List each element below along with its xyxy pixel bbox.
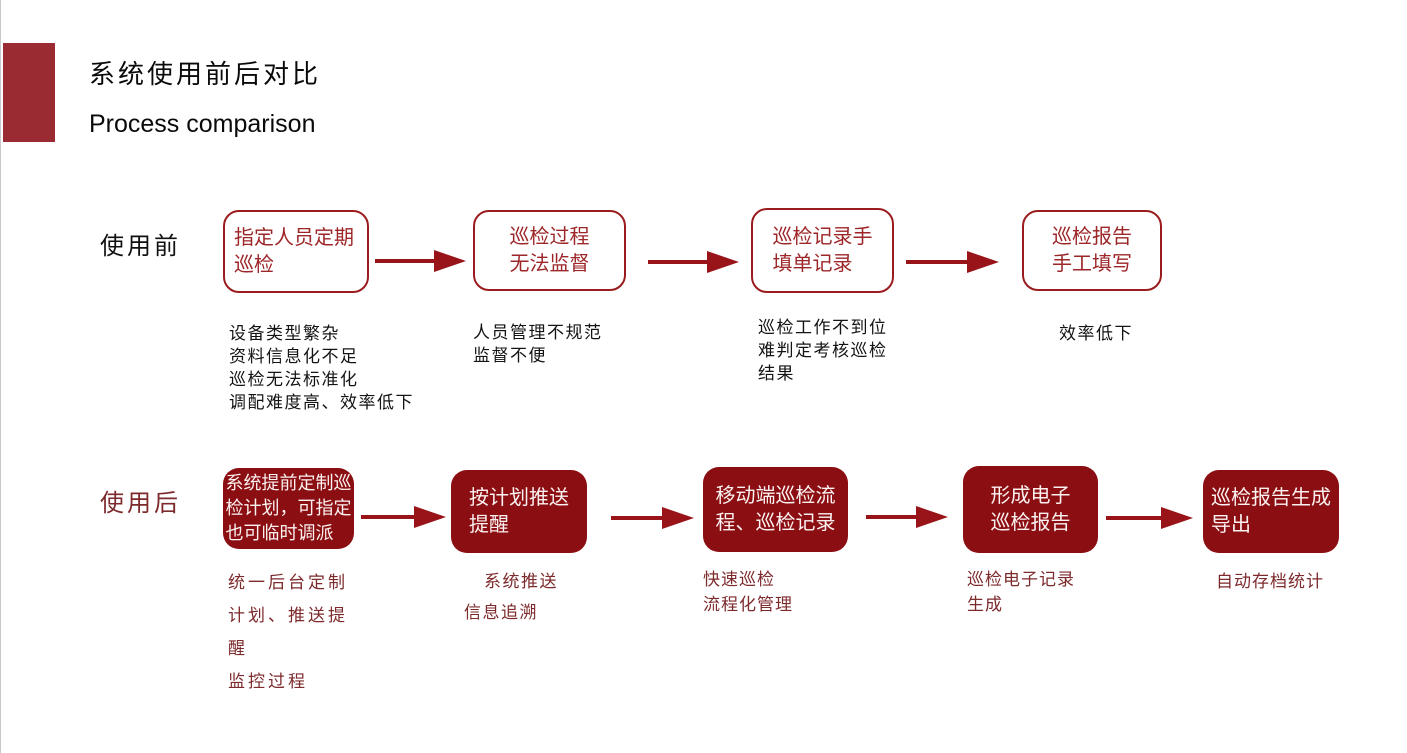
row-label-after: 使用后 (100, 490, 181, 517)
flow-arrow (648, 260, 707, 264)
step-note: 效率低下 (1059, 324, 1133, 343)
step-note: 统一后台定制 计划、推送提 醒 监控过程 (228, 573, 348, 691)
flow-step-box: 巡检记录手 填单记录 (751, 208, 894, 293)
step-note: 快速巡检 流程化管理 (703, 570, 793, 614)
step-note: 巡检电子记录 生成 (967, 570, 1075, 614)
flow-arrow (611, 516, 662, 520)
flow-step-box: 系统提前定制巡 检计划，可指定 也可临时调派 (223, 468, 354, 549)
step-note: 人员管理不规范 监督不便 (473, 323, 603, 365)
step-note: 系统推送 信息追溯 (464, 572, 558, 622)
flow-arrow (375, 259, 434, 263)
flow-arrow (866, 515, 916, 519)
accent-square (3, 43, 55, 142)
page-title: 系统使用前后对比 (89, 59, 322, 89)
page-subtitle: Process comparison (89, 110, 316, 138)
flow-step-box: 指定人员定期 巡检 (223, 210, 369, 293)
step-note: 设备类型繁杂 资料信息化不足 巡检无法标准化 调配难度高、效率低下 (229, 324, 414, 412)
flow-step-box: 巡检过程 无法监督 (473, 210, 626, 291)
flow-step-box: 按计划推送 提醒 (451, 470, 587, 553)
row-label-before: 使用前 (100, 233, 181, 260)
flow-arrow (1106, 516, 1161, 520)
flow-step-box: 移动端巡检流 程、巡检记录 (703, 467, 848, 552)
flow-step-box: 巡检报告生成 导出 (1203, 470, 1339, 553)
step-note: 自动存档统计 (1216, 572, 1324, 591)
flow-step-box: 巡检报告 手工填写 (1022, 210, 1162, 291)
flow-arrow (906, 260, 967, 264)
step-note: 巡检工作不到位 难判定考核巡检 结果 (758, 318, 888, 383)
flow-step-box: 形成电子 巡检报告 (963, 466, 1098, 553)
flow-arrow (361, 515, 414, 519)
